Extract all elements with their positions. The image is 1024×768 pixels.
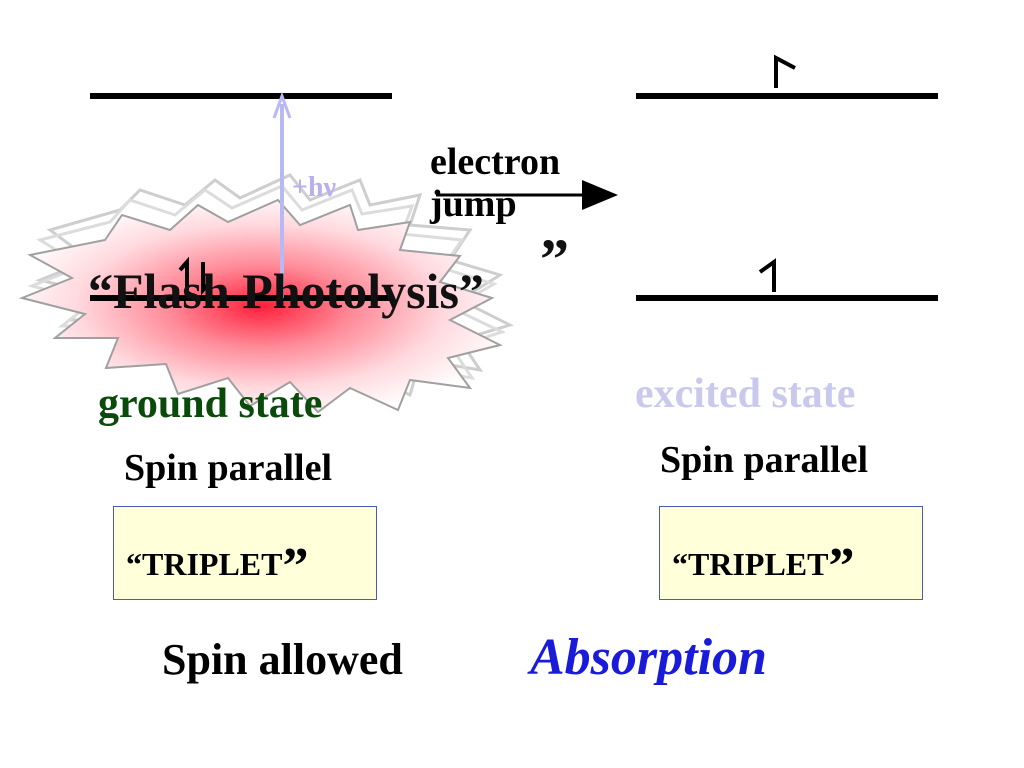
flash-burst: [18, 198, 503, 414]
flash-photolysis-label: “Flash Photolysis”: [88, 263, 484, 319]
electron-jump-label: electron jump: [430, 141, 561, 226]
excited-lower-spin: [758, 258, 776, 292]
photon-energy-label: +hν: [292, 172, 337, 203]
electron-jump-label-line1: electron: [430, 141, 561, 183]
ground-spin-pair: [178, 256, 212, 296]
ground-upper-level: [90, 93, 392, 99]
flash-overlap-quote: ”: [540, 227, 569, 292]
ground-lower-level: [90, 295, 392, 301]
electron-jump-label-line2: jump: [430, 182, 517, 225]
ground-state-title: ground state: [98, 381, 323, 427]
ground-triplet-label: “TRIPLET”: [126, 537, 308, 596]
excited-triplet-label: “TRIPLET”: [672, 537, 854, 596]
excited-lower-level: [636, 295, 938, 301]
excited-triplet-quote: ”: [828, 538, 855, 595]
excited-triplet-box: “TRIPLET”: [659, 506, 923, 600]
ground-triplet-box: “TRIPLET”: [113, 506, 377, 600]
excited-state-title: excited state: [635, 371, 856, 417]
excited-triplet-text: “TRIPLET: [672, 546, 829, 582]
excited-upper-level: [636, 93, 938, 99]
ground-triplet-quote: ”: [282, 538, 309, 595]
absorption-label: Absorption: [530, 629, 767, 686]
spin-allowed-label: Spin allowed: [162, 635, 403, 684]
excited-state-spin: Spin parallel: [660, 439, 868, 481]
excited-upper-spin: [774, 54, 796, 88]
ground-triplet-text: “TRIPLET: [126, 546, 283, 582]
ground-state-spin: Spin parallel: [124, 447, 332, 489]
photon-arrow: [272, 91, 292, 298]
